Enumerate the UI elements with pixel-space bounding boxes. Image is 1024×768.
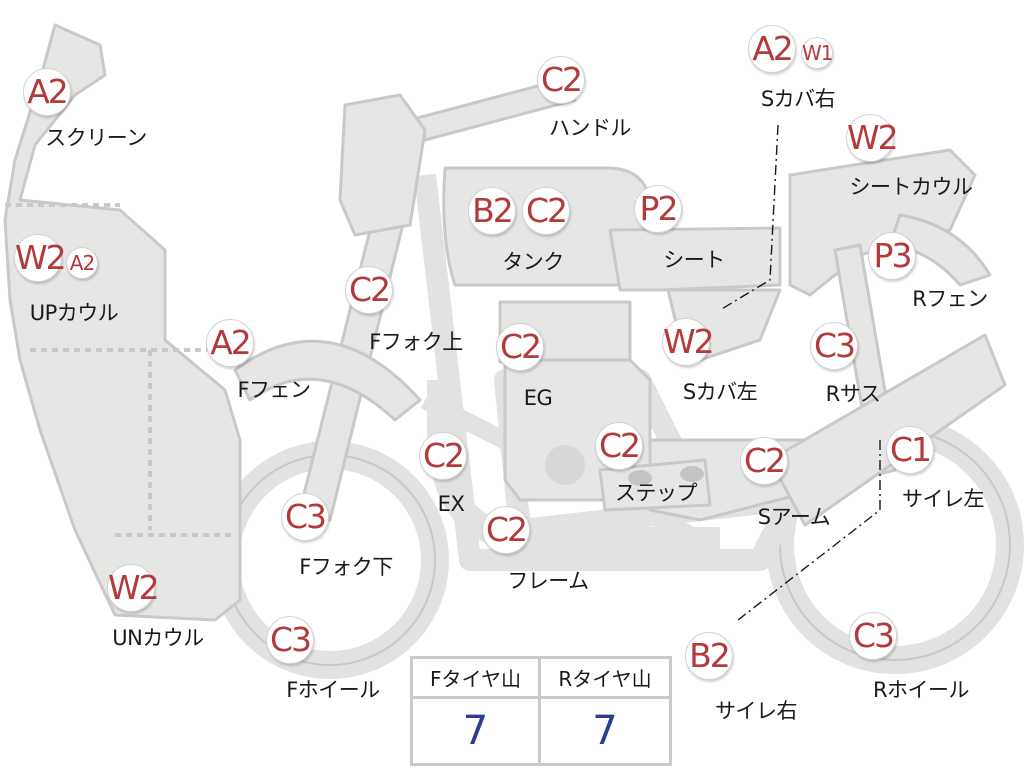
label-swing-arm: Sアーム xyxy=(757,505,831,529)
grade-badge-step: C2 xyxy=(595,422,643,470)
label-screen: スクリーン xyxy=(45,126,147,150)
grade-badge-up-cowl-2: A2 xyxy=(66,247,98,279)
label-frame: フレーム xyxy=(507,569,589,593)
label-silencer-right: サイレ右 xyxy=(715,699,798,723)
grade-badge-r-fender: P3 xyxy=(868,232,916,280)
grade-badge-seat-cowl: W2 xyxy=(846,114,899,162)
label-r-fender: Rフェン xyxy=(912,287,988,311)
grade-badge-r-wheel: C3 xyxy=(849,612,897,660)
label-engine: EG xyxy=(523,386,553,410)
label-f-fork-lower: Fフォク下 xyxy=(299,555,393,579)
label-step: ステップ xyxy=(615,481,698,505)
grade-badge-side-cover-right-2: W1 xyxy=(801,37,834,69)
grade-badge-silencer-left: C1 xyxy=(886,426,934,474)
label-exhaust: EX xyxy=(437,492,465,516)
grade-badge-seat: P2 xyxy=(634,185,682,233)
grade-badge-screen: A2 xyxy=(23,68,71,116)
grade-badge-side-cover-right: A2 xyxy=(748,25,796,73)
label-side-cover-left: Sカバ左 xyxy=(682,380,758,404)
grade-badge-frame: C2 xyxy=(482,506,530,554)
label-un-cowl: UNカウル xyxy=(112,626,204,650)
label-up-cowl: UPカウル xyxy=(29,301,119,325)
rear-tire-header: Rタイヤ山 xyxy=(541,659,669,699)
grade-badge-r-suspension: C3 xyxy=(810,322,858,370)
front-tire-value: 7 xyxy=(413,699,541,763)
label-r-wheel: Rホイール xyxy=(872,678,970,702)
front-tire-header: Fタイヤ山 xyxy=(413,659,541,699)
grade-badge-engine: C2 xyxy=(496,323,544,371)
grade-badge-tank-2: C2 xyxy=(522,187,570,235)
label-tank: タンク xyxy=(502,250,564,274)
label-r-suspension: Rサス xyxy=(825,382,881,406)
tire-tread-table: Fタイヤ山 Rタイヤ山 7 7 xyxy=(410,656,672,766)
label-f-fender: Fフェン xyxy=(237,378,311,402)
label-side-cover-right: Sカバ右 xyxy=(760,87,836,111)
grade-badge-handle: C2 xyxy=(537,56,585,104)
rear-tire-value: 7 xyxy=(592,708,618,754)
label-handle: ハンドル xyxy=(549,116,632,140)
grade-badge-side-cover-left: W2 xyxy=(662,318,715,366)
label-silencer-left: サイレ左 xyxy=(902,487,985,511)
grade-badge-f-wheel: C3 xyxy=(266,616,314,664)
grade-badge-exhaust: C2 xyxy=(419,432,467,480)
label-seat-cowl: シートカウル xyxy=(849,175,974,199)
label-seat: シート xyxy=(663,248,725,272)
grade-badge-f-fender: A2 xyxy=(206,319,254,367)
grade-badge-tank: B2 xyxy=(468,187,516,235)
label-f-wheel: Fホイール xyxy=(286,678,380,702)
grade-badge-f-fork-upper: C2 xyxy=(345,266,393,314)
grade-badge-swing-arm: C2 xyxy=(740,437,788,485)
grade-badge-f-fork-lower: C3 xyxy=(281,493,329,541)
grade-badge-un-cowl: W2 xyxy=(107,564,160,612)
grade-badge-silencer-right: B2 xyxy=(685,632,733,680)
label-f-fork-upper: Fフォク上 xyxy=(369,330,463,354)
grade-badge-up-cowl: W2 xyxy=(14,234,67,282)
